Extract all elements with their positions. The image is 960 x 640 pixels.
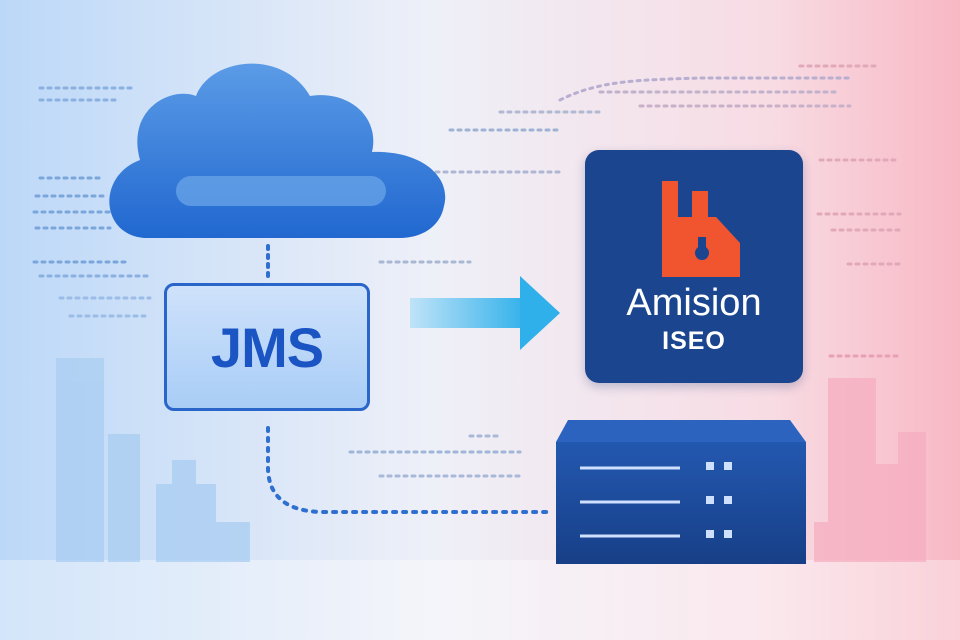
cloud-icon [109, 63, 446, 239]
jms-node: JMS [164, 283, 370, 411]
right-bars-decoration [814, 378, 926, 562]
logo-mark-icon [662, 181, 740, 277]
logo-subtitle: ISEO [662, 327, 726, 355]
logo-tile: Amision ISEO [585, 150, 803, 383]
jms-label: JMS [210, 315, 324, 379]
logo-name: Amision [626, 282, 762, 324]
left-bars-decoration [56, 358, 250, 562]
connector-jms-server [266, 426, 552, 514]
dotted-lines-decoration [32, 64, 902, 478]
arrow-right-icon [410, 276, 560, 350]
server-icon [556, 420, 806, 564]
